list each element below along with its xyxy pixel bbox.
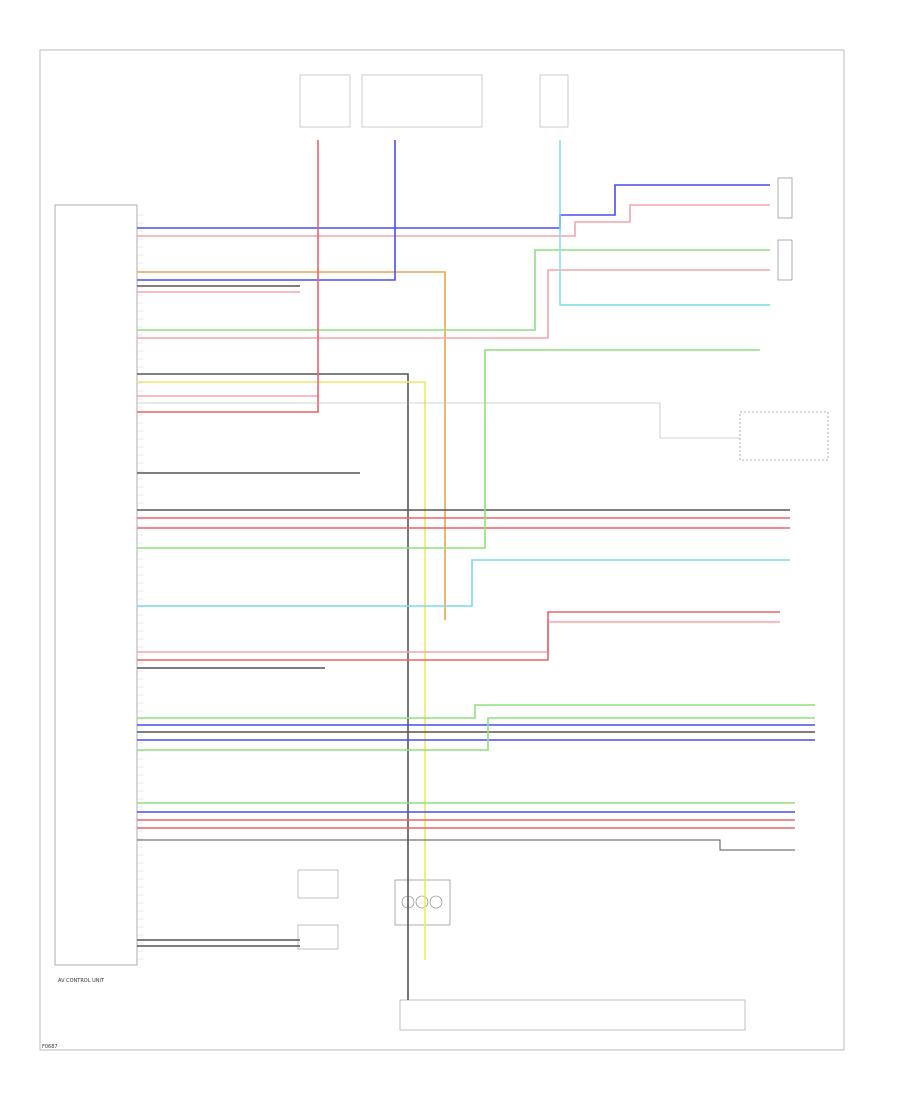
- bottom-switch-row: [399, 999, 746, 1031]
- wire-21: [137, 704, 815, 719]
- wire-16: [137, 349, 760, 549]
- module-name-label: AV CONTROL UNIT: [58, 978, 105, 984]
- wire-7: [137, 269, 770, 339]
- wire-11: [137, 140, 319, 413]
- wire-25: [137, 717, 815, 751]
- wire-2: [137, 271, 446, 620]
- wire-6: [137, 249, 770, 331]
- left-front-speaker-box: [777, 177, 793, 219]
- outer-frame: [39, 49, 845, 1051]
- steering-switch-box: [394, 879, 451, 926]
- wire-0: [137, 184, 770, 229]
- switch-2-icon: [415, 895, 429, 909]
- antenna-box: [297, 924, 339, 950]
- switch-3-icon: [429, 895, 443, 909]
- footer-code-label: F0687: [42, 1044, 58, 1050]
- wire-17: [137, 559, 790, 607]
- wire-8: [137, 373, 409, 1000]
- wires: [137, 140, 815, 1000]
- wire-19: [137, 611, 780, 661]
- wire-18: [137, 621, 780, 653]
- wire-usb: [137, 839, 795, 851]
- fuse-block-1: [299, 74, 351, 128]
- wire-1: [137, 204, 770, 237]
- wire-9: [137, 381, 426, 960]
- wire-3: [137, 140, 396, 281]
- pin-labels: [137, 214, 143, 960]
- combination-meter-box: [739, 411, 829, 461]
- fuse-block-2: [361, 74, 483, 128]
- antenna-amp-box: [297, 869, 339, 899]
- av-control-unit-box: [54, 204, 138, 966]
- fuse-block-3: [539, 74, 569, 128]
- wire-lightblue-vertical: [559, 140, 770, 306]
- right-front-speaker-box: [777, 239, 793, 281]
- wire-meter: [137, 402, 740, 439]
